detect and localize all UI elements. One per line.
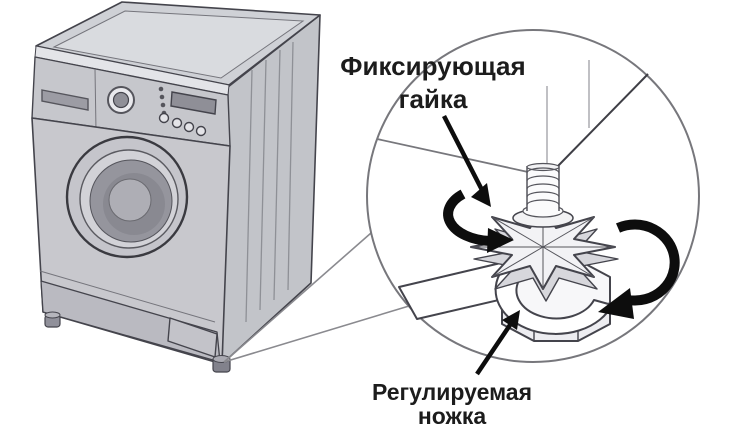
threaded-bolt [526,162,560,211]
machine-top-inset [52,10,305,79]
rotation-arrow-foot [598,219,680,319]
label-fixing-nut-line2: гайка [399,84,468,114]
machine-foot-left [44,311,61,328]
lock-nut [470,204,619,302]
adjustable-foot-assembly [398,162,619,342]
indicator-lights [158,86,167,116]
magnifier-leader-lines [223,232,410,363]
washing-machine [31,1,321,373]
rotation-arrow-nut [443,189,514,253]
door [65,135,189,259]
program-dial-knob [112,91,130,109]
kick-divider [39,270,216,323]
cabinet-corner-lines [376,60,649,173]
label-fixing-nut-line1: Фиксирующая [340,51,525,81]
display-screen [170,91,217,115]
side-panel-grooves [245,41,294,323]
label-arrow-adjustable-foot [475,310,520,376]
panel-divider [94,68,97,132]
label-adjustable-foot-line2: ножка [418,403,486,429]
detergent-drawer [41,89,89,111]
control-buttons [158,112,207,137]
label-arrow-fixing-nut [441,114,491,207]
door-glass [108,178,152,222]
label-adjustable-foot-line1: Регулируемая [372,379,532,405]
